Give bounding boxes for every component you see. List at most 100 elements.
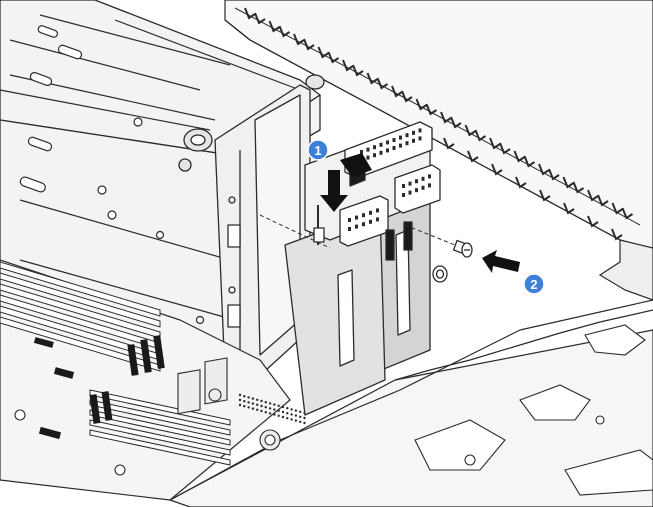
connector-pin [260, 404, 263, 408]
connector-pin [264, 411, 267, 414]
connector-pin [348, 218, 351, 222]
riser-card [284, 121, 441, 416]
dimm-slot [89, 419, 231, 456]
connector-pin [428, 174, 431, 179]
connector-pin [268, 402, 272, 405]
connector-pin [299, 415, 302, 418]
vent-slot [317, 46, 340, 64]
right-ledge [598, 239, 653, 301]
connector-pin [247, 396, 250, 399]
connector-pin [260, 399, 263, 403]
connector-pin [366, 155, 370, 160]
riser-latch [385, 229, 395, 261]
connector-pin [362, 222, 365, 227]
connector-pin [373, 153, 376, 158]
connector-pin [290, 413, 293, 416]
connector-pin [299, 410, 302, 413]
connector-pin [256, 403, 259, 406]
dimm-slot [89, 409, 231, 446]
connector-pin [379, 150, 383, 155]
vent-slot [513, 150, 536, 168]
callout-1-label: 1 [314, 143, 321, 158]
riser-panel-front [284, 209, 386, 416]
connector-pin [412, 138, 415, 143]
riser-slot-front [337, 269, 355, 367]
callout-2-label: 2 [530, 277, 537, 292]
connector-pin [281, 410, 285, 414]
connector-pin [303, 421, 306, 425]
connector-pin [273, 413, 276, 416]
connector-pin [421, 185, 425, 190]
alignment-guides [259, 214, 456, 249]
floor-cutouts [414, 324, 653, 496]
connector-pin [294, 409, 298, 412]
connector-pin [294, 419, 298, 422]
dimm-slot [0, 261, 161, 317]
connector-pin [392, 138, 396, 142]
vent-slots [244, 7, 634, 241]
connector-pin [251, 397, 255, 400]
vent-slot [587, 215, 599, 228]
connector-pin [415, 179, 418, 184]
arrow-down-icon [320, 153, 372, 212]
connector-pin [260, 409, 263, 413]
arrow-left-icon [482, 250, 520, 273]
vent-slot [443, 137, 455, 150]
vent-slot [440, 111, 462, 129]
connector-pin [286, 407, 289, 410]
connector-pin [273, 408, 276, 411]
callout-1: 1 [307, 139, 329, 161]
connector-pin [264, 401, 267, 404]
connector-pin [243, 395, 246, 398]
vent-slot [563, 202, 575, 215]
connector-pin [238, 398, 242, 402]
vent-slot [611, 202, 634, 220]
callout-2: 2 [523, 273, 545, 295]
connector-pin [247, 406, 250, 409]
connector-pin [294, 414, 298, 417]
connector-pin [399, 143, 402, 148]
connector-pin [247, 401, 250, 404]
connector-pin [243, 400, 246, 403]
dimm-slot [89, 399, 231, 436]
connector-pin [277, 414, 280, 417]
connector-pin [402, 184, 405, 188]
connector-pin [376, 208, 379, 213]
connector-pin [268, 412, 272, 415]
drive-cage-holes [19, 25, 205, 325]
connector-pin [421, 176, 425, 181]
dimm-latches [33, 335, 165, 440]
connector-pin [286, 417, 289, 420]
riser-latch-2 [403, 221, 413, 251]
connector-pin [243, 405, 246, 408]
connector-pin [428, 183, 431, 188]
riser-connector-pins [348, 128, 431, 231]
connector-pin [402, 193, 405, 197]
connector-pin [379, 142, 383, 147]
vent-slot [538, 163, 560, 181]
riser-edge-connector [238, 393, 306, 425]
connector-pin [238, 393, 242, 397]
vent-slot [515, 176, 527, 189]
vent-slot [268, 20, 291, 38]
connector-pin [251, 407, 255, 410]
vent-slot [293, 33, 315, 51]
vent-slot [391, 85, 413, 103]
connector-pin [376, 217, 379, 222]
connector-pin [299, 420, 302, 423]
connector-pin [238, 403, 242, 407]
vent-slot [489, 137, 511, 155]
connector-pin [281, 415, 285, 419]
connector-pin [405, 133, 409, 138]
connector-pin [360, 150, 363, 154]
connector-pin [386, 140, 389, 145]
connector-pin [418, 136, 422, 141]
connector-pin [348, 227, 351, 231]
connector-pin [373, 145, 376, 150]
connector-pin [355, 215, 358, 220]
connector-pin [256, 408, 259, 411]
connector-pin [418, 128, 422, 133]
connector-pin [273, 403, 276, 406]
vent-slot [464, 124, 487, 142]
